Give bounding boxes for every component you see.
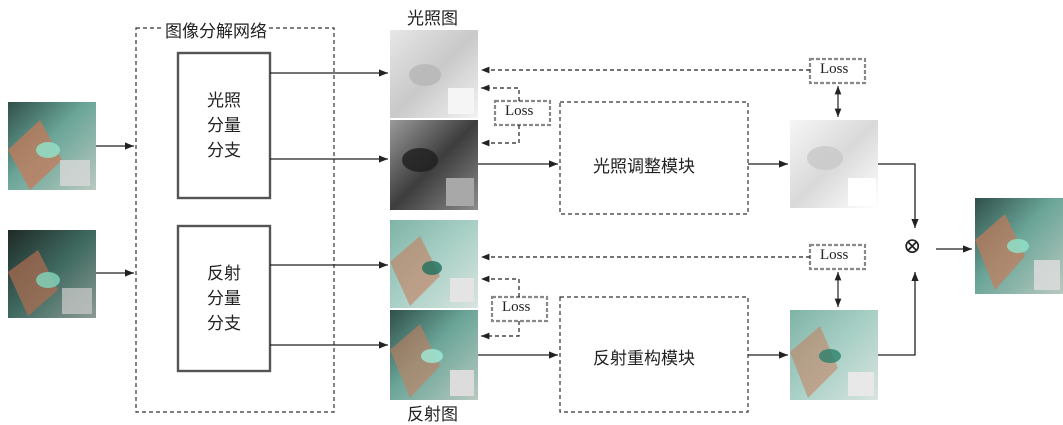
illumination-map-label: 光照图 <box>405 4 460 29</box>
loss-connector-illum-lower <box>481 125 520 147</box>
reconstructed-reflectance-map <box>790 310 878 400</box>
reflectance-branch-line-3: 分支 <box>207 314 241 334</box>
enhanced-output-image <box>975 198 1063 294</box>
loss-connector-refl-upper <box>481 275 520 297</box>
loss-connector-refl-lower <box>481 321 520 340</box>
arrow-illum-to-multiply <box>878 163 919 228</box>
illumination-branch-line-1: 光照 <box>207 91 241 111</box>
illumination-map-low <box>390 30 478 118</box>
loss-label-illum-pair: Loss <box>505 103 534 119</box>
loss-label-refl-pair: Loss <box>502 299 531 315</box>
illumination-branch-line-3: 分支 <box>207 141 241 161</box>
reflectance-branch-label: 反射 分量 分支 <box>178 262 270 337</box>
illumination-adjust-module-box <box>559 101 749 215</box>
reflectance-branch-line-2: 分量 <box>207 289 241 309</box>
illumination-branch-label: 光照 分量 分支 <box>178 89 270 164</box>
input-image-bottom <box>8 230 96 318</box>
reflectance-reconstruct-module-label: 反射重构模块 <box>593 349 695 369</box>
illumination-branch-box <box>176 51 272 200</box>
reflectance-map-low <box>390 220 478 308</box>
illumination-branch-line-2: 分量 <box>207 116 241 136</box>
decomposition-network-label: 图像分解网络 <box>163 17 269 42</box>
reflectance-map-label: 反射图 <box>405 400 460 425</box>
loss-box-illum-right <box>808 57 867 85</box>
reflectance-branch-line-1: 反射 <box>207 264 241 284</box>
illumination-map-normal <box>390 120 478 210</box>
reflectance-branch-box <box>176 224 272 373</box>
adjusted-illumination-map <box>790 120 878 208</box>
loss-label-illum-right: Loss <box>820 61 849 77</box>
arrow-refl-to-multiply <box>878 272 919 356</box>
input-image-top <box>8 102 96 190</box>
loss-label-refl-right: Loss <box>820 247 849 263</box>
multiply-operator: ⊗ <box>903 234 922 259</box>
illumination-adjust-module-label: 光照调整模块 <box>593 157 695 177</box>
loss-connector-illum-upper <box>481 84 520 101</box>
reflectance-map-normal <box>390 310 478 400</box>
loss-box-illum-pair <box>493 99 552 127</box>
